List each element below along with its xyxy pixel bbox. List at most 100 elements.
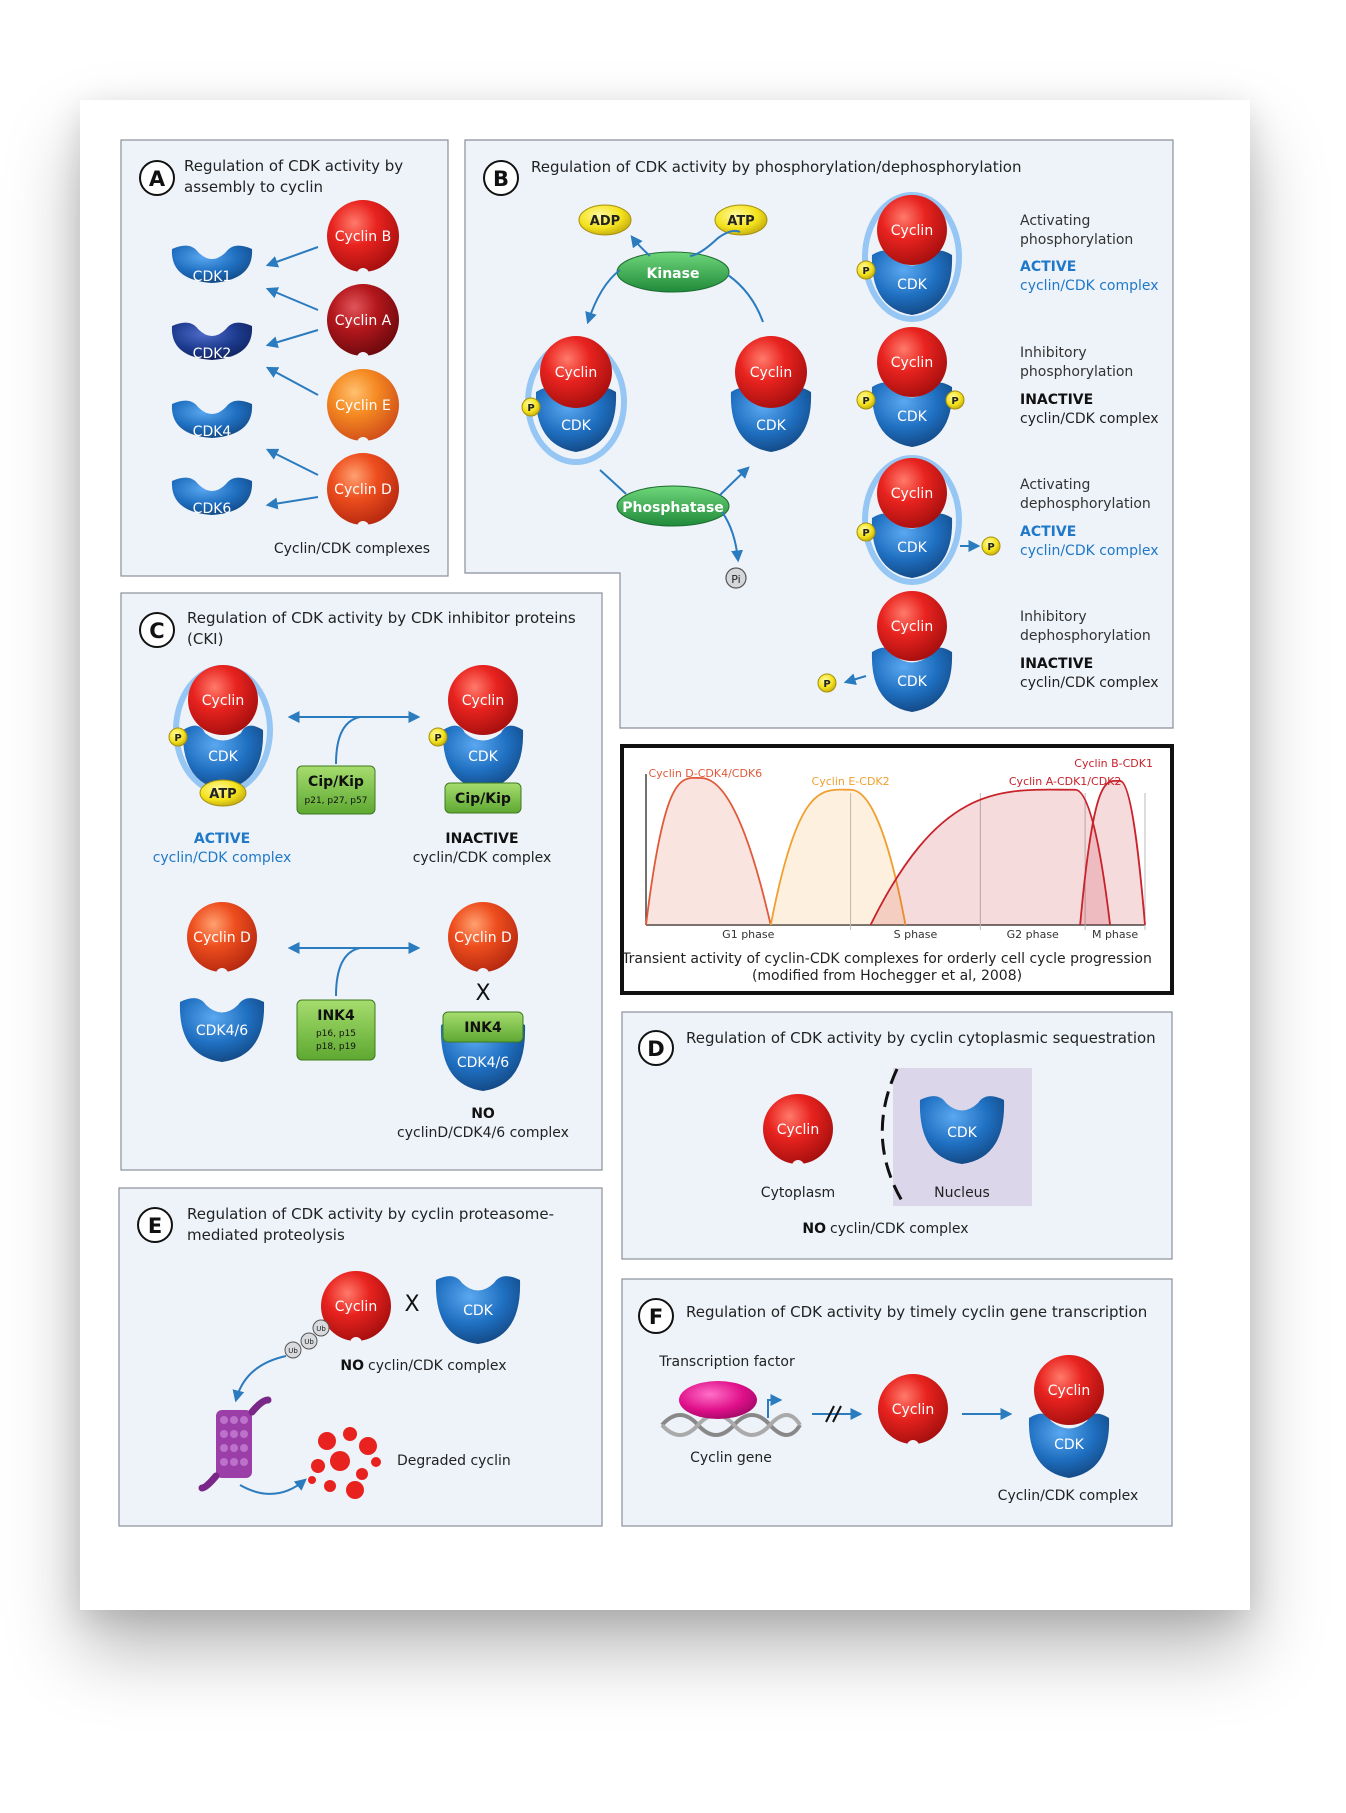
adp-badge: ADP <box>578 204 632 236</box>
panel-a-letter: A <box>149 167 166 191</box>
d-cyclin: Cyclin <box>763 1094 833 1172</box>
panel-c-badge <box>139 612 175 648</box>
c-bottom-arrows <box>287 942 421 997</box>
e-no: NO <box>340 1358 364 1374</box>
cdk1-label: CDK1 <box>193 269 232 285</box>
chart-series-label: Cyclin E-CDK2 <box>812 775 890 788</box>
c-cyclin-d-free: Cyclin D <box>187 902 257 980</box>
transcription-factor <box>679 1381 757 1419</box>
atp-label: ATP <box>727 214 754 229</box>
proteasome-icon <box>198 1396 272 1492</box>
kinase-enzyme: Kinase <box>616 251 730 293</box>
panel-b-title: Regulation of CDK activity by phosphoryl… <box>531 158 1021 176</box>
f-cyclin: Cyclin <box>878 1374 948 1452</box>
state-3-status: ACTIVE <box>1020 524 1076 540</box>
panel-b-badge <box>483 160 519 196</box>
state-1-complex-label: cyclin/CDK complex <box>1020 278 1159 294</box>
b-left-cdk-label: CDK <box>561 418 592 434</box>
chart-series-line <box>645 776 772 926</box>
c-inactive-cdk: CDK <box>468 749 499 765</box>
state-2-complex: Cyclin CDK P P <box>856 327 965 447</box>
state-3-p-released: P <box>987 542 994 553</box>
state-2-p-left: P <box>862 396 869 407</box>
phosphatase-enzyme: Phosphatase <box>616 485 730 527</box>
state-3-complex-label: cyclin/CDK complex <box>1020 543 1159 559</box>
panel-e-letter: E <box>148 1214 162 1238</box>
state-3-cyclin: Cyclin <box>891 486 933 502</box>
panel-f-badge <box>638 1298 674 1334</box>
cip-kip-label: Cip/Kip <box>308 774 364 790</box>
d-no: NO <box>802 1221 826 1237</box>
state-4-complex-label: cyclin/CDK complex <box>1020 675 1159 691</box>
panel-a-frame <box>120 139 449 577</box>
degraded-fragments <box>308 1427 381 1499</box>
e-cdk: CDK <box>435 1276 521 1344</box>
c-inactive-status: INACTIVE <box>445 831 518 847</box>
panel-c: C Regulation of CDK activity by CDK inhi… <box>120 592 603 1171</box>
c-active-p: P <box>174 733 181 744</box>
e-arrow-to-fragments <box>239 1478 307 1495</box>
d-no-complex: cyclin/CDK complex <box>830 1221 969 1237</box>
d-cdk-label: CDK <box>947 1125 978 1141</box>
c-active-complex-label: cyclin/CDK complex <box>153 850 292 866</box>
kinase-label: Kinase <box>647 266 700 282</box>
chart-series-line <box>769 788 907 926</box>
state-3-line1: Activating <box>1020 477 1090 493</box>
state-1-cyclin: Cyclin <box>891 223 933 239</box>
cyclin-d-label: Cyclin D <box>334 482 392 498</box>
state-4-cyclin: Cyclin <box>891 619 933 635</box>
f-complex-cdk: CDK <box>1054 1437 1085 1453</box>
panel-f-title: Regulation of CDK activity by timely cyc… <box>686 1303 1147 1321</box>
state-4-complex: Cyclin CDK P <box>817 591 953 712</box>
chart-phase-label: G1 phase <box>722 928 774 941</box>
panel-b-letter: B <box>493 167 509 191</box>
ink4-members-2: p18, p19 <box>316 1042 356 1052</box>
c-no: NO <box>471 1106 495 1122</box>
dna-helix-icon <box>660 1394 802 1437</box>
b-left-cyclin-label: Cyclin <box>555 365 597 381</box>
f-complex-cyclin: Cyclin <box>1048 1383 1090 1399</box>
c-cyclin-d-free-label: Cyclin D <box>193 930 251 946</box>
chart-plot <box>645 774 1146 930</box>
e-cyclin-label: Cyclin <box>335 1299 377 1315</box>
panel-b-cycle-arrows <box>585 229 764 563</box>
f-cyclin-label: Cyclin <box>892 1402 934 1418</box>
panel-c-title-line2: (CKI) <box>187 630 223 648</box>
panel-e-title-line2: mediated proteolysis <box>187 1226 345 1244</box>
panel-e-badge <box>137 1207 173 1243</box>
panel-d: D Regulation of CDK activity by cyclin c… <box>621 1011 1173 1260</box>
b-left-complex: Cyclin CDK P <box>521 336 627 465</box>
panel-f: F Regulation of CDK activity by timely c… <box>621 1278 1173 1527</box>
e-no-complex: cyclin/CDK complex <box>368 1358 507 1374</box>
f-arrow-1 <box>812 1405 863 1423</box>
panel-d-letter: D <box>647 1037 664 1061</box>
e-cyclin: Cyclin <box>321 1271 391 1349</box>
f-complex: Cyclin CDK <box>1028 1355 1110 1478</box>
state-1-status: ACTIVE <box>1020 259 1076 275</box>
c-top-arrows <box>287 711 421 765</box>
e-arrow-to-proteasome <box>232 1355 287 1403</box>
phosphatase-label: Phosphatase <box>622 500 724 516</box>
ink4-free: INK4 p16, p15 p18, p19 <box>296 999 376 1061</box>
panel-c-title-line1: Regulation of CDK activity by CDK inhibi… <box>187 609 576 627</box>
state-2-p-right: P <box>951 396 958 407</box>
c-cdk46-free-label: CDK4/6 <box>196 1023 248 1039</box>
state-2-line2: phosphorylation <box>1020 364 1133 380</box>
chart-series-label: Cyclin B-CDK1 <box>1074 757 1153 770</box>
f-complex-label: Cyclin/CDK complex <box>998 1488 1139 1504</box>
c-inactive-cyclin: Cyclin <box>462 693 504 709</box>
panel-d-title: Regulation of CDK activity by cyclin cyt… <box>686 1029 1156 1047</box>
ubiquitin-chain: Ub Ub Ub <box>284 1319 330 1359</box>
cyclin-e-label: Cyclin E <box>335 398 391 414</box>
cdk4-label: CDK4 <box>193 424 232 440</box>
state-4-line2: dephosphorylation <box>1020 628 1151 644</box>
c-inactive-complex: Cyclin CDK P Cip/Kip <box>428 665 524 814</box>
c-active-status: ACTIVE <box>194 831 250 847</box>
state-2-cdk: CDK <box>897 409 928 425</box>
panel-c-letter: C <box>149 619 164 643</box>
state-4-status: INACTIVE <box>1020 656 1093 672</box>
cyclin-a-label: Cyclin A <box>335 313 392 329</box>
state-1-p: P <box>862 266 869 277</box>
